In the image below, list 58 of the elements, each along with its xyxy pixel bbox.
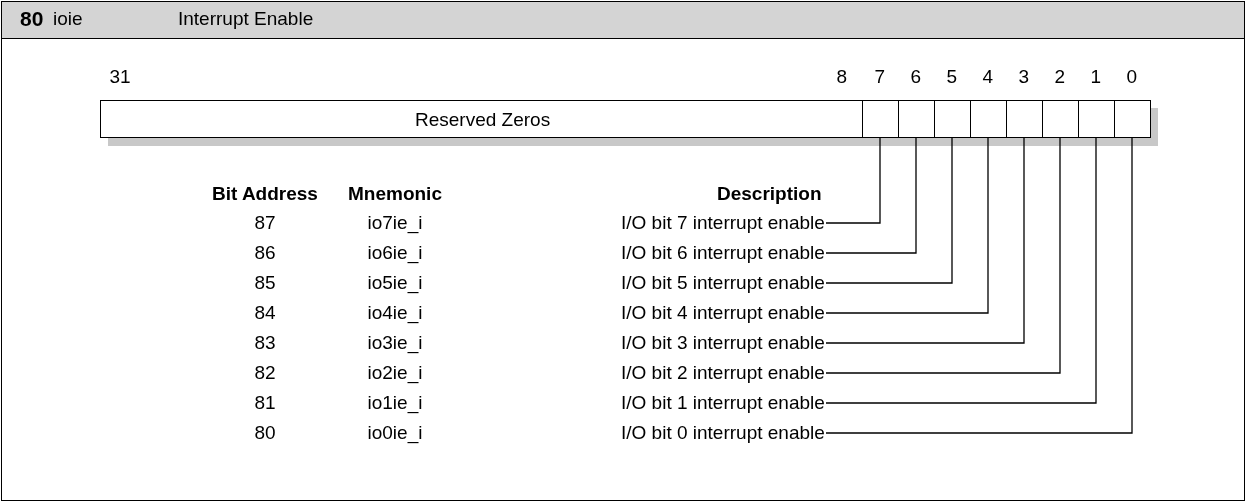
register-address: 80 [20,8,44,30]
bit-number: 8 [836,66,848,88]
bit-cell [1042,100,1079,138]
mnemonic: io6ie_i [367,242,423,264]
register-mnemonic: ioie [53,8,83,30]
mnemonic: io4ie_i [367,302,423,324]
leader-line [825,137,1133,434]
field-name: Reserved Zeros [415,109,551,131]
bit-description: I/O bit 4 interrupt enable [621,302,825,324]
bit-address: 83 [254,332,276,354]
bit-address: 86 [254,242,276,264]
bit-description: I/O bit 1 interrupt enable [621,392,825,414]
mnemonic: io2ie_i [367,362,423,384]
bit-number: 4 [982,66,994,88]
bit-description: I/O bit 5 interrupt enable [621,272,825,294]
bit-number: 5 [946,66,958,88]
bit-description: I/O bit 6 interrupt enable [621,242,825,264]
bit-cell [1078,100,1115,138]
bit-number: 2 [1054,66,1066,88]
bit-number: 7 [874,66,886,88]
bit-address: 80 [254,422,276,444]
mnemonic: io7ie_i [367,212,423,234]
mnemonic: io1ie_i [367,392,423,414]
bit-address: 81 [254,392,276,414]
leader-line [825,137,1097,404]
bit-description: I/O bit 3 interrupt enable [621,332,825,354]
bit-cell [970,100,1007,138]
mnemonic: io3ie_i [367,332,423,354]
bit-address: 85 [254,272,276,294]
bit-number: 31 [109,66,131,88]
leader-line [825,137,989,314]
bit-address: 87 [254,212,276,234]
leader-line [825,137,881,224]
column-header: Mnemonic [348,183,442,205]
bit-number: 1 [1090,66,1102,88]
bit-cell [934,100,971,138]
column-header: Bit Address [212,183,318,205]
bit-number: 0 [1126,66,1138,88]
bit-cell [1006,100,1043,138]
bit-description: I/O bit 2 interrupt enable [621,362,825,384]
bit-address: 82 [254,362,276,384]
reserved-field [100,100,863,138]
leader-line [825,137,917,254]
mnemonic: io0ie_i [367,422,423,444]
column-header: Description [717,183,822,205]
bit-description: I/O bit 0 interrupt enable [621,422,825,444]
leader-line [825,137,953,284]
bit-cell [898,100,935,138]
bit-cell [862,100,899,138]
bit-number: 3 [1018,66,1030,88]
bit-cell [1114,100,1151,138]
leader-line [825,137,1061,374]
bit-number: 6 [910,66,922,88]
bit-description: I/O bit 7 interrupt enable [621,212,825,234]
mnemonic: io5ie_i [367,272,423,294]
leader-line [825,137,1025,344]
bit-address: 84 [254,302,276,324]
register-title: Interrupt Enable [178,8,314,30]
